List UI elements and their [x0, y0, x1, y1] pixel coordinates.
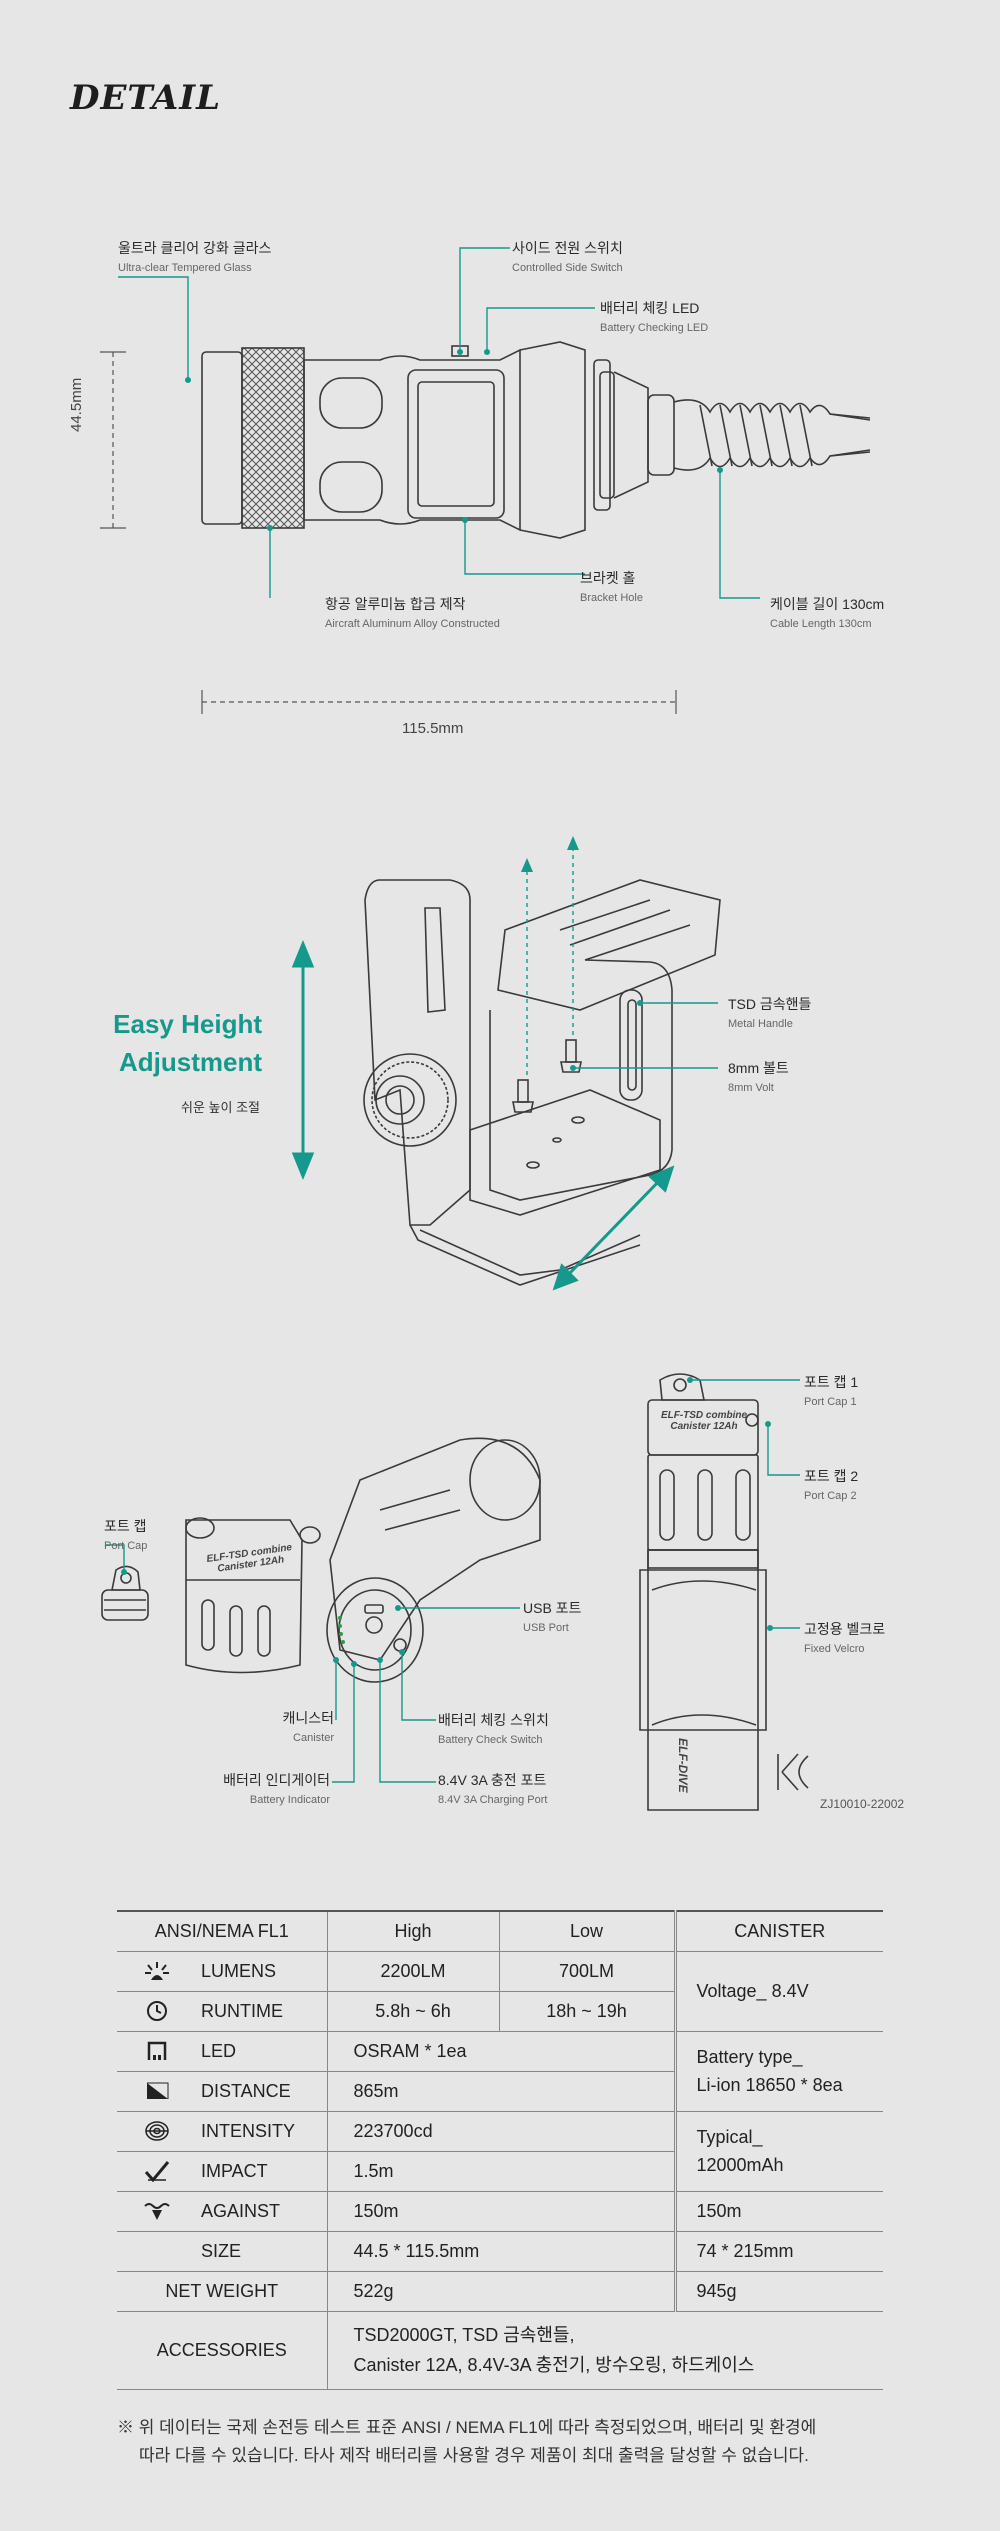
- lumens-low: 700LM: [499, 1951, 677, 1992]
- port-cap-label: 포트 캡 Port Cap: [104, 1518, 148, 1552]
- table-row: AGAINST 150m 150m: [117, 2191, 883, 2232]
- brand-print: ELF-DIVE: [676, 1738, 690, 1793]
- header-canister: CANISTER: [675, 1910, 883, 1952]
- water-against-icon: [144, 2200, 170, 2222]
- spec-header-row: ANSI/NEMA FL1 High Low CANISTER: [117, 1910, 883, 1952]
- table-row: DISTANCE 865m: [117, 2071, 883, 2112]
- weight-canister: 945g: [675, 2271, 883, 2312]
- row-name: IMPACT: [197, 2151, 328, 2192]
- bracket-label: 브라켓 홀 Bracket Hole: [580, 570, 643, 604]
- handle-drawing: [291, 836, 721, 1291]
- row-name: LUMENS: [197, 1951, 328, 1992]
- accessories-label: ACCESSORIES: [117, 2311, 328, 2390]
- row-name: NET WEIGHT: [117, 2271, 328, 2312]
- table-row: LUMENS 2200LM 700LM Voltage_ 8.4V: [117, 1951, 883, 2032]
- against-value: 150m: [327, 2191, 677, 2232]
- indicator-label: 배터리 인디게이터 Battery Indicator: [223, 1772, 330, 1806]
- table-row: ACCESSORIES TSD2000GT, TSD 금속핸들, Caniste…: [117, 2311, 883, 2390]
- port-cap2-label: 포트 캡 2 Port Cap 2: [804, 1468, 859, 1502]
- table-row: LED OSRAM * 1ea Battery type_ Li-ion 186…: [117, 2031, 883, 2112]
- led-value: OSRAM * 1ea: [327, 2031, 677, 2072]
- led-label: 배터리 체킹 LED Battery Checking LED: [600, 300, 709, 334]
- kc-code: ZJ10010-22002: [820, 1797, 905, 1811]
- flashlight-drawing: [100, 247, 871, 714]
- easy-height-subtitle: 쉬운 높이 조절: [181, 1100, 260, 1115]
- page-title: DETAIL: [70, 78, 222, 118]
- lumens-icon: [144, 1960, 170, 1982]
- weight-value: 522g: [327, 2271, 677, 2312]
- table-row: NET WEIGHT 522g 945g: [117, 2271, 883, 2312]
- size-canister: 74 * 215mm: [675, 2231, 883, 2272]
- intensity-icon: [144, 2120, 170, 2142]
- metal-handle-label: TSD 금속핸들 Metal Handle: [728, 996, 812, 1030]
- table-row: SIZE 44.5 * 115.5mm 74 * 215mm: [117, 2231, 883, 2272]
- canister-battery: Battery type_ Li-ion 18650 * 8ea: [675, 2031, 883, 2112]
- cable-label: 케이블 길이 130cm Cable Length 130cm: [770, 596, 885, 630]
- runtime-low: 18h ~ 19h: [499, 1991, 677, 2032]
- row-name: DISTANCE: [197, 2071, 328, 2112]
- alloy-label: 항공 알루미늄 합금 제작 Aircraft Aluminum Alloy Co…: [325, 596, 500, 630]
- easy-height-title: Easy Height Adjustment: [113, 1009, 262, 1077]
- charging-port-label: 8.4V 3A 충전 포트 8.4V 3A Charging Port: [438, 1772, 548, 1806]
- footnote: ※ 위 데이터는 국제 손전등 테스트 표준 ANSI / NEMA FL1에 …: [117, 2418, 817, 2465]
- canister-print-right: ELF-TSD combine Canister 12Ah: [660, 1410, 748, 1432]
- row-name: INTENSITY: [197, 2111, 328, 2152]
- clock-icon: [144, 2000, 170, 2022]
- row-name: RUNTIME: [197, 1991, 328, 2032]
- port-cap1-label: 포트 캡 1 Port Cap 1: [804, 1374, 859, 1408]
- canister-voltage: Voltage_ 8.4V: [675, 1951, 883, 2032]
- distance-icon: [144, 2080, 170, 2102]
- canister-typical: Typical_ 12000mAh: [675, 2111, 883, 2192]
- against-canister: 150m: [675, 2191, 883, 2232]
- length-dimension: 115.5mm: [402, 720, 464, 737]
- volt-label: 8mm 볼트 8mm Volt: [728, 1060, 789, 1094]
- accessories-value: TSD2000GT, TSD 금속핸들, Canister 12A, 8.4V-…: [327, 2311, 883, 2390]
- header-standard: ANSI/NEMA FL1: [117, 1910, 328, 1952]
- canister-drawing: [101, 1373, 809, 1811]
- usb-port-label: USB 포트 USB Port: [523, 1600, 582, 1634]
- row-name: SIZE: [197, 2231, 328, 2272]
- header-high: High: [327, 1910, 500, 1952]
- impact-icon: [144, 2160, 170, 2183]
- distance-value: 865m: [327, 2071, 677, 2112]
- check-switch-label: 배터리 체킹 스위치 Battery Check Switch: [438, 1712, 549, 1746]
- canister-label: 캐니스터 Canister: [282, 1710, 334, 1744]
- lumens-high: 2200LM: [327, 1951, 500, 1992]
- table-row: INTENSITY 223700cd Typical_ 12000mAh: [117, 2111, 883, 2192]
- header-low: Low: [499, 1910, 677, 1952]
- row-name: LED: [197, 2031, 328, 2072]
- glass-label: 울트라 클리어 강화 글라스 Ultra-clear Tempered Glas…: [118, 240, 272, 274]
- runtime-high: 5.8h ~ 6h: [327, 1991, 500, 2032]
- intensity-value: 223700cd: [327, 2111, 677, 2152]
- size-value: 44.5 * 115.5mm: [327, 2231, 677, 2272]
- velcro-label: 고정용 벨크로 Fixed Velcro: [804, 1621, 886, 1655]
- impact-value: 1.5m: [327, 2151, 677, 2192]
- table-row: IMPACT 1.5m: [117, 2151, 883, 2192]
- led-icon: [144, 2040, 170, 2062]
- row-name: AGAINST: [197, 2191, 328, 2232]
- table-row: RUNTIME 5.8h ~ 6h 18h ~ 19h: [117, 1991, 883, 2032]
- switch-label: 사이드 전원 스위치 Controlled Side Switch: [512, 240, 623, 274]
- spec-table: ANSI/NEMA FL1 High Low CANISTER LUMENS 2…: [117, 1910, 883, 2390]
